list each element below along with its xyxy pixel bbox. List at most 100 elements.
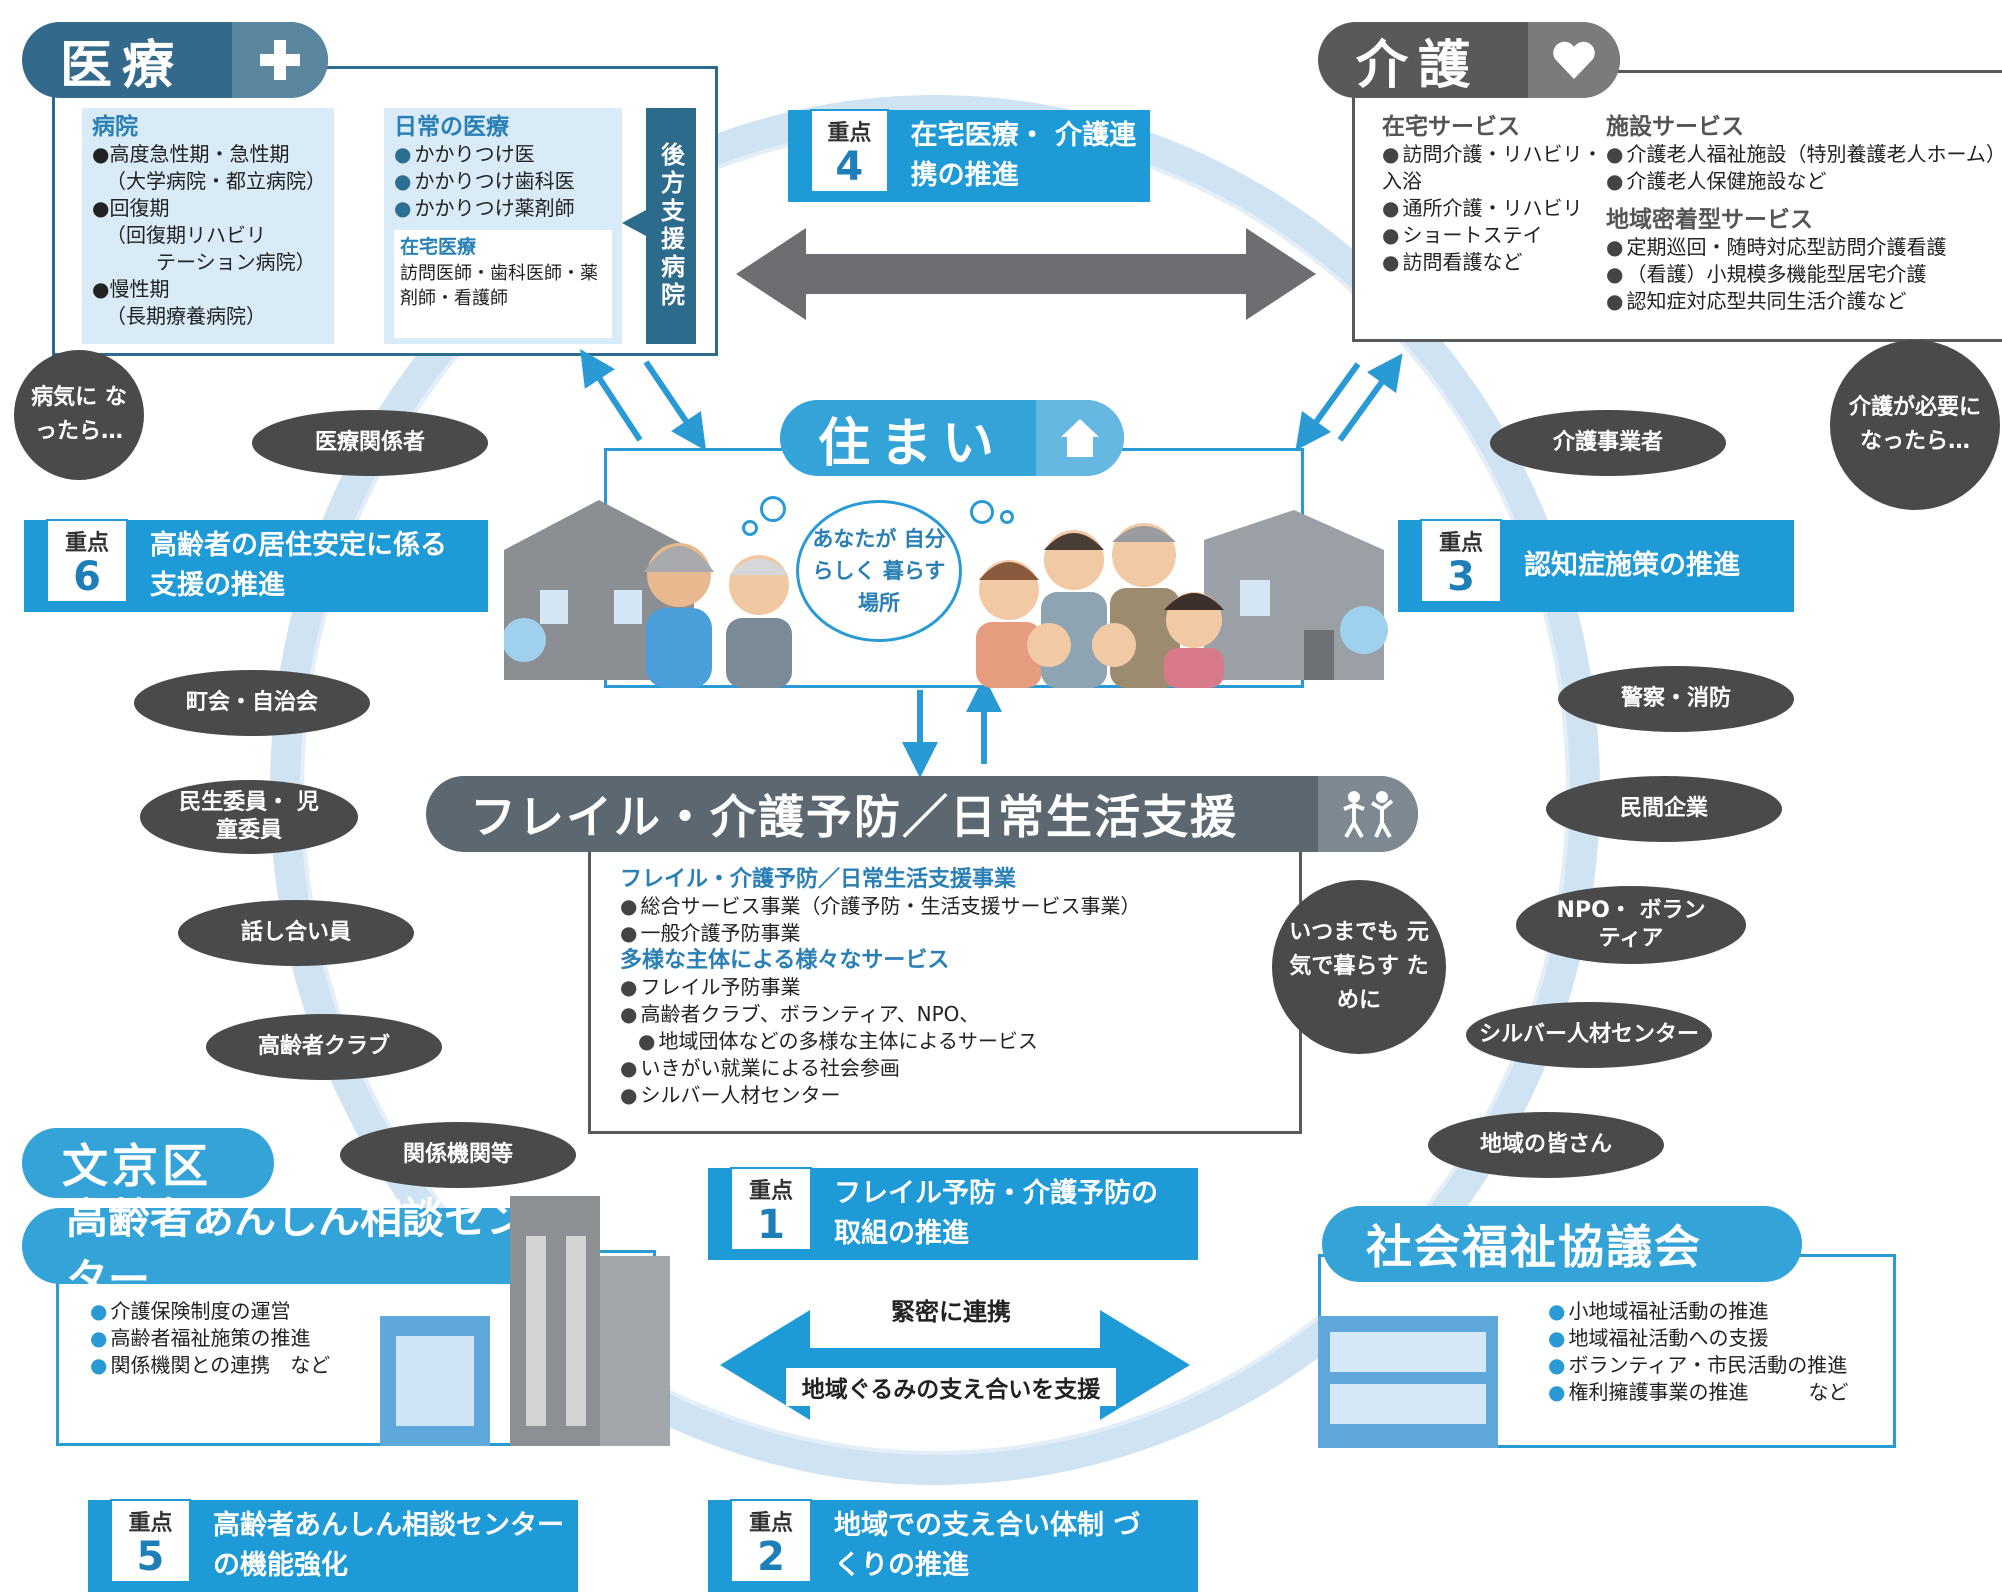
frail-item: いきがい就業による社会参画 xyxy=(620,1055,1220,1082)
frail-content: フレイル・介護予防／日常生活支援事業 総合サービス事業（介護予防・生活支援サービ… xyxy=(620,866,1220,1109)
kaigo-home-service: 在宅サービス 訪問介護・リハビリ・入浴 通所介護・リハビリ ショートステイ 訪問… xyxy=(1382,114,1604,276)
oval-medical-staff: 医療関係者 xyxy=(252,410,488,476)
shakyo-item: ボランティア・市民活動の推進 xyxy=(1548,1352,1888,1379)
kaigo-facility-item: 介護老人保健施設など xyxy=(1606,168,2002,195)
focus-6-text: 高齢者の居住安定に係る 支援の推進 xyxy=(150,530,447,601)
oval-local-residents: 地域の皆さん xyxy=(1428,1112,1664,1178)
frail-header: フレイル・介護予防／日常生活支援 xyxy=(426,776,1418,852)
thought-dot xyxy=(1000,510,1014,524)
shakyo-title: 社会福祉協議会 xyxy=(1366,1220,1702,1274)
hospital-item: ●慢性期 xyxy=(92,277,170,301)
daily-care-box: 日常の医療 かかりつけ医 かかりつけ歯科医 かかりつけ薬剤師 在宅医療 訪問医師… xyxy=(384,108,622,344)
bunkyo-ward-text: 文京区 xyxy=(62,1139,212,1193)
oval-neighborhood: 町会・自治会 xyxy=(134,670,370,736)
kaigo-home-item: 訪問看護など xyxy=(1382,249,1604,276)
iryo-kaigo-double-arrow xyxy=(736,228,1316,320)
focus-1-text: フレイル予防・介護予防の 取組の推進 xyxy=(834,1178,1158,1249)
residence-illustration xyxy=(504,500,1388,688)
home-care-heading: 在宅医療 xyxy=(400,236,477,258)
home-care-box: 在宅医療 訪問医師・歯科医師・薬剤師・看護師 xyxy=(394,230,612,338)
frail-bubble-text: いつまでも 元気で暮らす ために xyxy=(1289,920,1429,1013)
bunkyo-item: 関係機関との連携 など xyxy=(90,1352,410,1379)
support-arrow-icon xyxy=(622,210,646,236)
thought-dot xyxy=(970,500,994,524)
hospital-item: ●回復期 xyxy=(92,196,170,220)
sumai-title: 住まい xyxy=(818,413,1005,474)
hospital-item: （長期療養病院） xyxy=(106,304,266,328)
hospital-item: （回復期リハビリ xyxy=(106,223,266,247)
daily-item: かかりつけ薬剤師 xyxy=(394,195,612,222)
oval-care-provider: 介護事業者 xyxy=(1490,410,1726,476)
plus-icon xyxy=(232,22,328,98)
frail-item: フレイル予防事業 xyxy=(620,974,1220,1001)
oval-npo-volunteer: NPO・ ボランティア xyxy=(1516,886,1746,964)
oval-welfare-commissioner: 民生委員・ 児童委員 xyxy=(140,780,358,854)
kaigo-home-item: 訪問介護・リハビリ・入浴 xyxy=(1382,141,1604,195)
frail-item: 総合サービス事業（介護予防・生活支援サービス事業） xyxy=(620,893,1220,920)
kaigo-title: 介護 xyxy=(1356,35,1481,96)
heart-icon xyxy=(1528,22,1620,98)
oval-elderly-club: 高齢者クラブ xyxy=(206,1014,442,1080)
link-bottom-label: 地域ぐるみの支え合いを支援 xyxy=(786,1368,1116,1406)
hospital-box: 病院 ●高度急性期・急性期 （大学病院・都立病院） ●回復期 （回復期リハビリ … xyxy=(82,108,334,344)
frail-bubble: いつまでも 元気で暮らす ために xyxy=(1272,880,1446,1054)
hospital-heading: 病院 xyxy=(92,114,138,140)
bunkyo-item: 高齢者福祉施策の推進 xyxy=(90,1325,410,1352)
shakyo-item: 小地域福祉活動の推進 xyxy=(1548,1298,1888,1325)
hospital-item: ●高度急性期・急性期 xyxy=(92,142,290,166)
iryo-bubble-text: 病気に なったら… xyxy=(31,385,127,444)
frail-item: シルバー人材センター xyxy=(620,1082,1220,1109)
oval-private-company: 民間企業 xyxy=(1546,776,1782,842)
frail-section1-heading: フレイル・介護予防／日常生活支援事業 xyxy=(620,867,1017,892)
iryo-bubble: 病気に なったら… xyxy=(14,350,144,480)
frail-title: フレイル・介護予防／日常生活支援 xyxy=(470,790,1238,844)
frail-item: 一般介護予防事業 xyxy=(620,920,1220,947)
shakyo-item: 権利擁護事業の推進 など xyxy=(1548,1379,1888,1406)
bunkyo-center-title: 高齢者あんしん相談センター xyxy=(66,1194,529,1304)
kaigo-facility-service: 施設サービス 介護老人福祉施設（特別養護老人ホーム） 介護老人保健施設など 地域… xyxy=(1606,114,2002,315)
shakyo-header: 社会福祉協議会 xyxy=(1322,1206,1802,1282)
focus-3-text: 認知症施策の推進 xyxy=(1524,550,1740,581)
house-icon xyxy=(1036,400,1124,476)
shakyo-building-illustration xyxy=(1318,1316,1498,1448)
focus-5-text: 高齢者あんしん相談センター の機能強化 xyxy=(212,1510,564,1581)
thought-dot xyxy=(760,496,786,522)
kaigo-home-heading: 在宅サービス xyxy=(1382,114,1520,140)
thought-dot xyxy=(742,520,758,536)
kaigo-header: 介護 xyxy=(1318,22,1620,98)
kaigo-facility-item: 介護老人福祉施設（特別養護老人ホーム） xyxy=(1606,141,2002,168)
kaigo-bubble: 介護が必要に なったら… xyxy=(1830,340,2000,510)
kaigo-community-item: （看護）小規模多機能型居宅介護 xyxy=(1606,261,2002,288)
shakyo-item: 地域福祉活動への支援 xyxy=(1548,1325,1888,1352)
kaigo-community-heading: 地域密着型サービス xyxy=(1606,207,1813,233)
iryo-title: 医療 xyxy=(60,35,185,96)
iryo-header: 医療 xyxy=(22,22,328,98)
oval-related-agencies: 関係機関等 xyxy=(340,1122,576,1188)
thought-text: あなたが 自分らしく 暮らす場所 xyxy=(812,527,946,615)
focus-4-text: 在宅医療・ 介護連携の推進 xyxy=(910,120,1137,191)
home-care-text: 訪問医師・歯科医師・薬剤師・看護師 xyxy=(400,263,598,309)
shakyo-list: 小地域福祉活動の推進 地域福祉活動への支援 ボランティア・市民活動の推進 権利擁… xyxy=(1548,1298,1888,1406)
bunkyo-item: 介護保険制度の運営 xyxy=(90,1298,410,1325)
sumai-header: 住まい xyxy=(780,400,1124,476)
frail-section2-heading: 多様な主体による様々なサービス xyxy=(620,948,950,973)
daily-heading: 日常の医療 xyxy=(394,114,509,140)
bunkyo-center-header: 高齢者あんしん相談センター xyxy=(22,1194,552,1304)
support-hospital: 後方支援病院 xyxy=(646,108,696,344)
oval-talk-member: 話し合い員 xyxy=(178,900,414,966)
support-hospital-label: 後方支援病院 xyxy=(656,142,685,310)
exercise-icon xyxy=(1318,776,1418,852)
hospital-item: テーション病院） xyxy=(156,250,316,274)
